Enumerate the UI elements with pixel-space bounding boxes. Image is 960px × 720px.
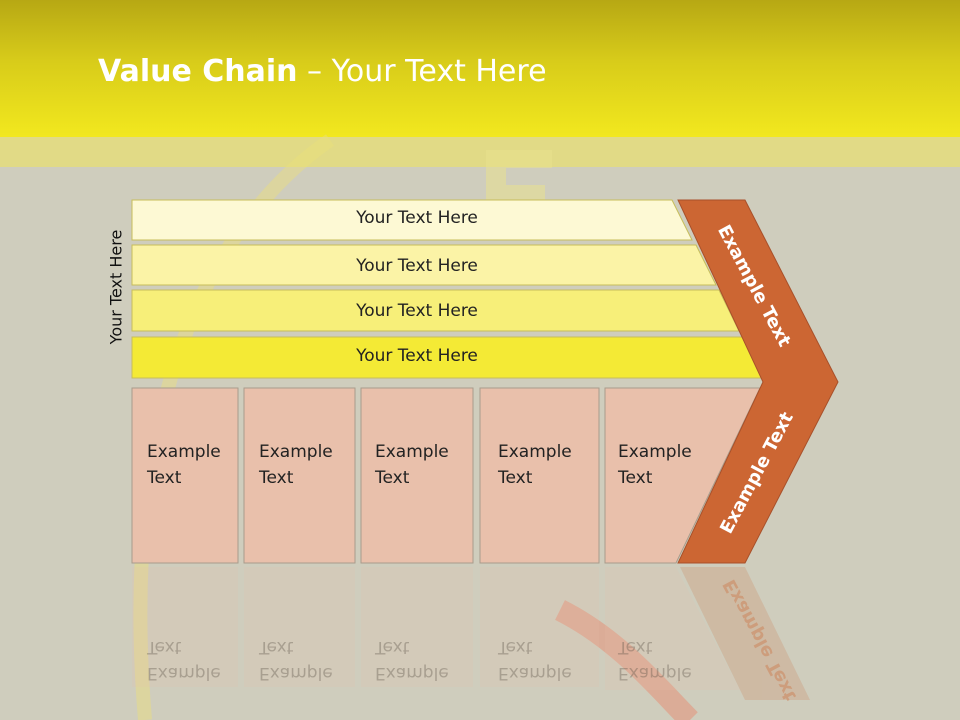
card-label-4: Example Text [498,442,572,488]
row-shape-1 [131,199,693,241]
card-shape-3 [360,387,474,564]
slide-title: Value Chain – Your Text Here [98,54,547,89]
row-label-2: Your Text Here [356,256,478,276]
card-reflection-5: Example Text [618,637,692,683]
card-label-1: Example Text [147,442,221,488]
card-shape-1 [131,387,239,564]
card-reflection-1: Example Text [147,637,221,683]
card-reflections [132,567,810,700]
side-label: Your Text Here [106,229,126,345]
row-label-1: Your Text Here [356,208,478,228]
decor-curve-red [554,600,698,720]
card-label-3: Example Text [375,442,449,488]
header-band [0,0,960,137]
row-label-3: Your Text Here [356,301,478,321]
card-reflection-3: Example Text [375,637,449,683]
card-label-5: Example Text [618,442,692,488]
row-shape-2 [131,244,717,286]
card-label-2: Example Text [259,442,333,488]
card-shape-5 [604,387,761,564]
chevron-shape [677,199,839,564]
title-rest: – Your Text Here [297,54,547,89]
row-label-4: Your Text Here [356,346,478,366]
title-bold: Value Chain [98,54,298,89]
card-shape-4 [479,387,600,564]
card-reflection-4: Example Text [498,637,572,683]
card-reflection-2: Example Text [259,637,333,683]
card-shape-2 [243,387,356,564]
header-sub-band [0,137,960,167]
